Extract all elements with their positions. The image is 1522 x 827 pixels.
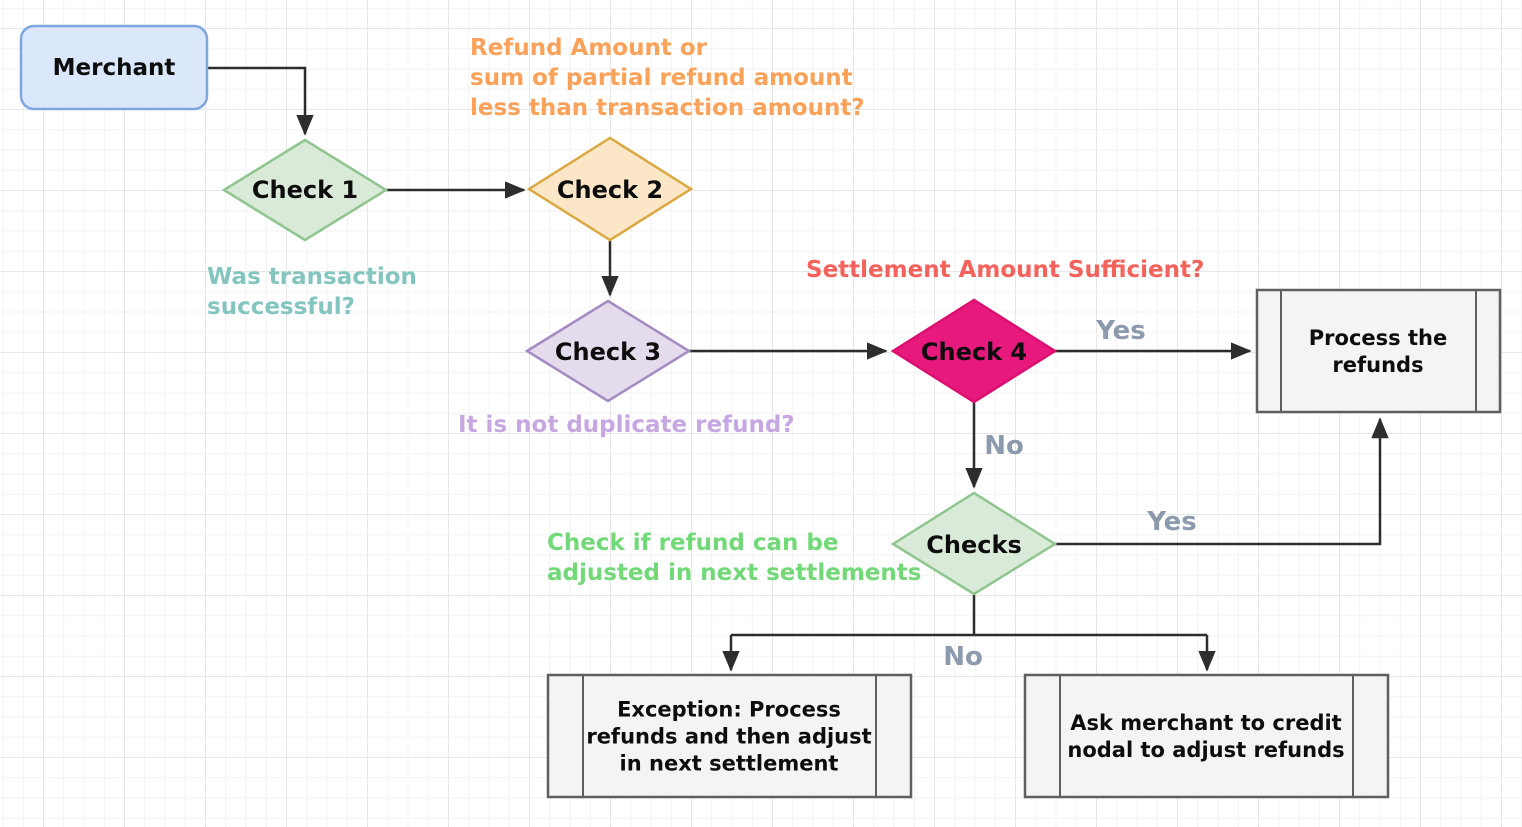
- checks-question-note[interactable]: Check if refund can be adjusted in next …: [547, 530, 922, 586]
- edge-merchant-to-check1[interactable]: [207, 66, 314, 136]
- check3-question-note[interactable]: It is not duplicate refund?: [458, 412, 795, 438]
- check4-yes-label: Yes: [1096, 316, 1146, 346]
- node-ask-merchant[interactable]: [1023, 673, 1390, 799]
- edge-checks-yes-to-process[interactable]: [1055, 417, 1389, 546]
- node-check4[interactable]: [890, 298, 1058, 404]
- node-process-refunds[interactable]: [1255, 288, 1502, 414]
- check4-no-label: No: [984, 431, 1024, 461]
- ask-merchant-rect[interactable]: [1023, 673, 1390, 799]
- node-exception-process[interactable]: [546, 673, 913, 799]
- checks-yes-label: Yes: [1147, 507, 1197, 537]
- checks-no-label: No: [943, 642, 983, 672]
- process-refunds-rect[interactable]: [1255, 288, 1502, 414]
- node-check3[interactable]: [524, 299, 692, 403]
- node-checks[interactable]: [890, 491, 1058, 596]
- node-merchant[interactable]: [19, 24, 209, 111]
- check4-question-note[interactable]: Settlement Amount Sufficient?: [806, 257, 1205, 283]
- check1-question-note[interactable]: Was transaction successful?: [207, 264, 417, 320]
- node-check2[interactable]: [526, 136, 694, 242]
- check2-question-note[interactable]: Refund Amount or sum of partial refund a…: [470, 35, 865, 121]
- node-check1[interactable]: [221, 138, 389, 242]
- exception-process-rect[interactable]: [546, 673, 913, 799]
